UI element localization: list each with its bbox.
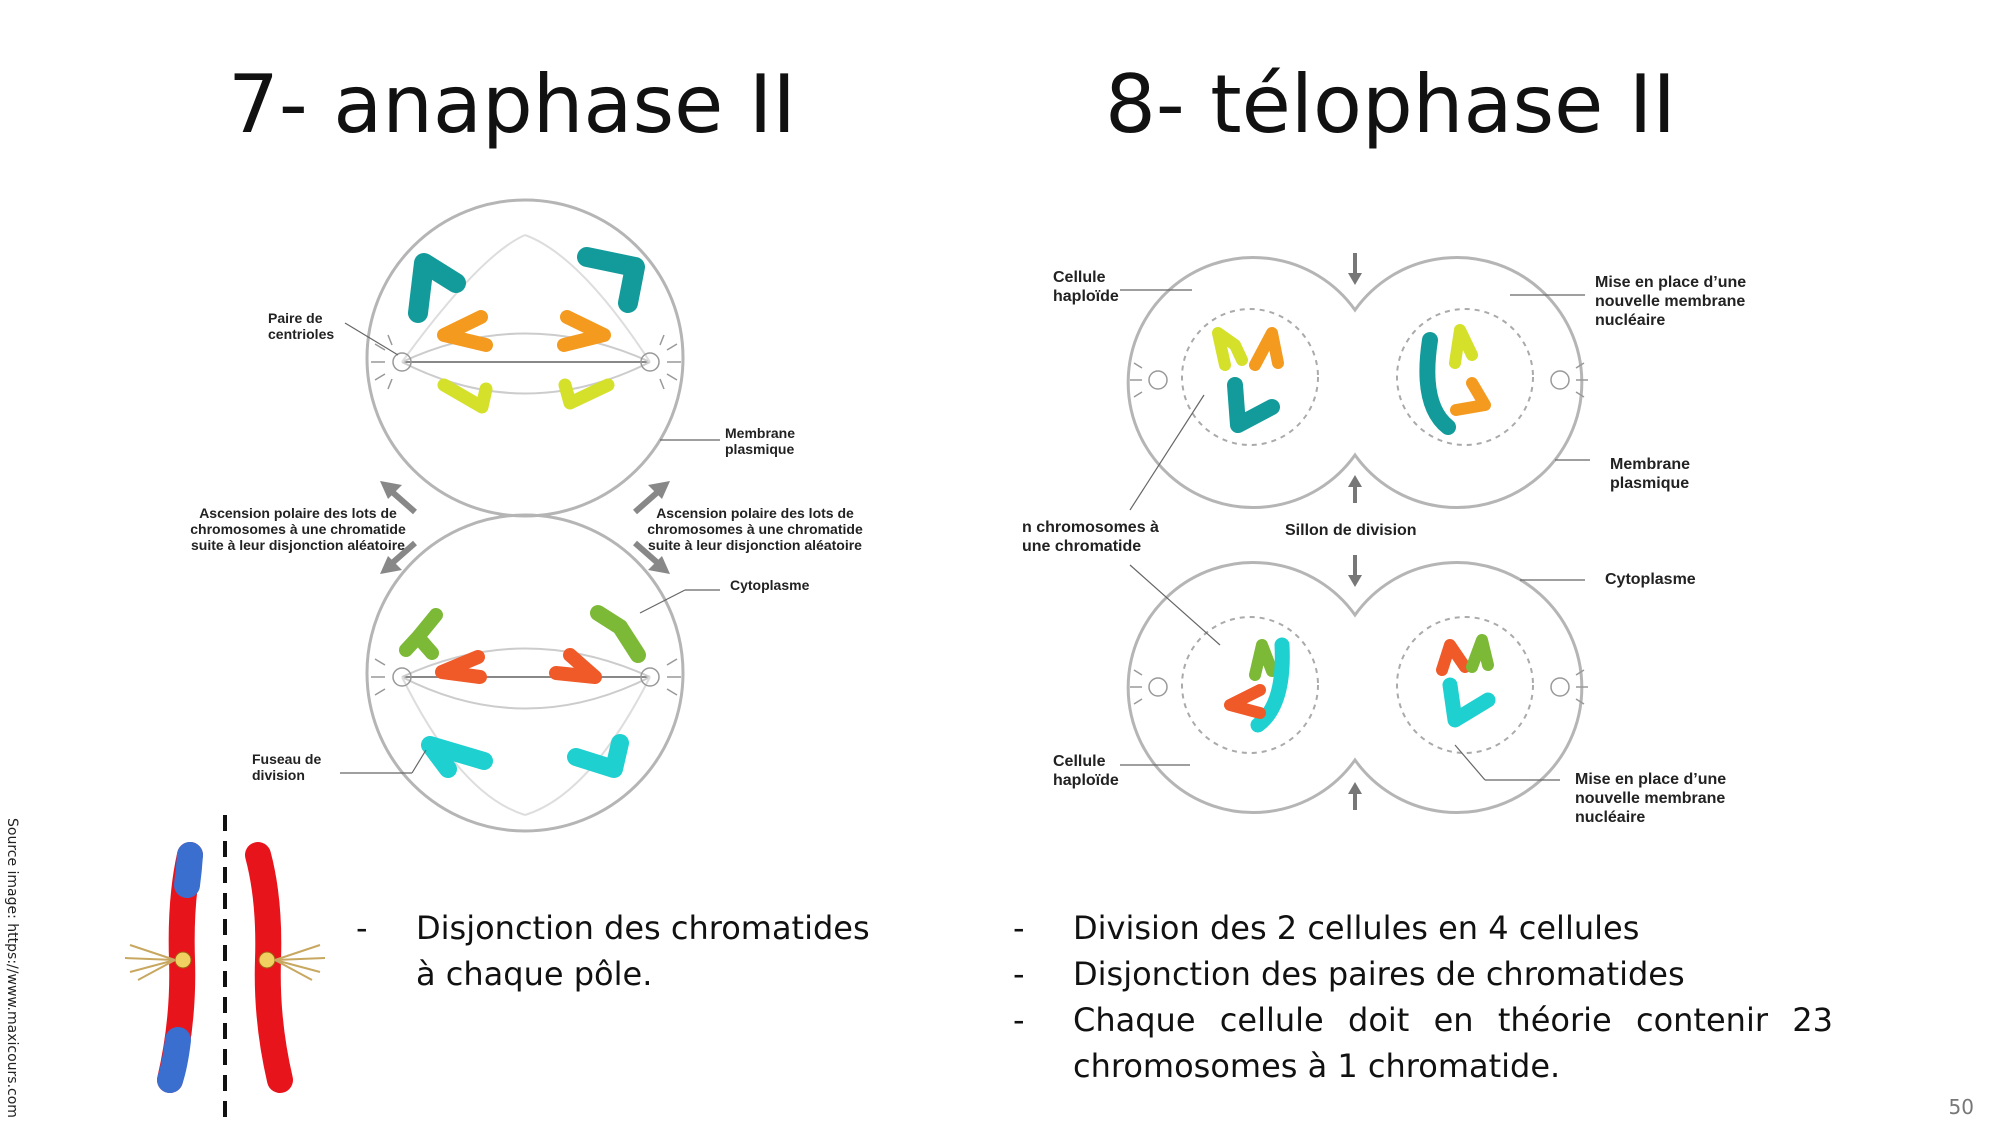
label-centrioles: Paire de centrioles xyxy=(268,310,335,342)
arrow-up-icon xyxy=(1348,475,1362,503)
label-membrane-plasmique: Membrane plasmique xyxy=(1610,456,1691,492)
centriole-left-top-icon xyxy=(371,334,412,390)
page-number: 50 xyxy=(1948,1095,1974,1119)
arrow-up-right-icon xyxy=(633,481,670,515)
arrow-down-icon xyxy=(1348,555,1362,587)
bullet-dash: - xyxy=(356,909,368,947)
chromosome-teal xyxy=(1419,332,1456,435)
chromosome-yellow xyxy=(1449,324,1478,369)
chromosome-red-orange xyxy=(1436,639,1471,676)
label-cellule-haploide-top: Cellule haploïde xyxy=(1053,269,1119,305)
centriole-right-top-icon xyxy=(640,334,681,390)
bullet-dash: - xyxy=(1013,1001,1025,1039)
chromosome-yellow xyxy=(437,378,493,414)
chromosome-cyan xyxy=(1442,677,1496,728)
chromosome-orange xyxy=(557,310,611,352)
anaphase-svg xyxy=(340,198,720,833)
bullet-text: Division des 2 cellules en 4 cellules xyxy=(1073,909,1640,947)
anaphase-top-cell xyxy=(365,198,685,518)
chromosome-red-orange xyxy=(549,648,602,684)
bullet-item: - Disjonction des paires de chromatides xyxy=(1013,951,1833,997)
bullet-text: Disjonction des chromatides à chaque pôl… xyxy=(416,909,870,993)
bullet-item: - Disjonction des chromatides à chaque pô… xyxy=(356,905,896,997)
label-membrane-nucleaire-top: Mise en place d’une nouvelle membrane nu… xyxy=(1595,274,1747,329)
label-ascension-left: Ascension polaire des lots de chromosome… xyxy=(190,505,406,553)
arrow-up-icon xyxy=(1348,782,1362,810)
centriole-right-bottom-icon xyxy=(640,658,681,696)
bullet-item: - Division des 2 cellules en 4 cellules xyxy=(1013,905,1833,951)
chromosome-green xyxy=(1249,639,1278,681)
chromosome-green xyxy=(1466,634,1494,673)
label-ascension-right: Ascension polaire des lots de chromosome… xyxy=(647,505,863,553)
chromosome-orange xyxy=(437,310,493,352)
label-membrane-nucleaire-bottom: Mise en place d’une nouvelle membrane nu… xyxy=(1575,771,1727,826)
chromosome-green xyxy=(590,605,646,663)
bullets-telophase: - Division des 2 cellules en 4 cellules -… xyxy=(1013,905,1833,1089)
centriole-icon xyxy=(1550,362,1588,398)
title-anaphase: 7- anaphase II xyxy=(228,58,796,151)
centriole-icon xyxy=(1550,669,1588,705)
label-n-chromosomes: n chromosomes à une chromatide xyxy=(1022,519,1159,555)
arrow-down-icon xyxy=(1348,253,1362,285)
label-cellule-haploide-bottom: Cellule haploïde xyxy=(1053,753,1119,789)
centriole-left-bottom-icon xyxy=(371,658,412,696)
chromosome-teal xyxy=(577,247,645,313)
bullet-dash: - xyxy=(1013,955,1025,993)
chromosome-yellow xyxy=(558,378,615,410)
bullet-text: Chaque cellule doit en théorie contenir … xyxy=(1073,1001,1833,1085)
centriole-icon xyxy=(1130,362,1168,398)
anaphase-bottom-cell xyxy=(365,513,685,833)
chromosome-svg xyxy=(124,815,326,1125)
chromosome-cyan xyxy=(421,736,493,778)
anaphase-ii-diagram: Paire de centrioles Membrane plasmique A… xyxy=(180,195,880,855)
bullet-item: - Chaque cellule doit en théorie contenir… xyxy=(1013,997,1833,1089)
label-membrane-plasmique: Membrane plasmique xyxy=(725,425,796,457)
chromosome-orange xyxy=(1450,377,1491,416)
source-note: Source image: https://www.maxicours.com xyxy=(4,818,20,1118)
chromosome-red-orange xyxy=(1224,684,1266,719)
bullet-text: Disjonction des paires de chromatides xyxy=(1073,955,1685,993)
chromosome-cyan xyxy=(567,734,629,778)
chromosome-cyan xyxy=(1250,637,1290,733)
chromosome-red-orange xyxy=(435,650,487,684)
arrow-up-left-icon xyxy=(380,481,417,515)
telophase-bottom-cell xyxy=(1126,561,1588,814)
chromosome-orange xyxy=(1249,327,1284,371)
centriole-icon xyxy=(1130,669,1168,705)
chromosome-teal xyxy=(408,253,466,323)
bullets-anaphase: - Disjonction des chromatides à chaque pô… xyxy=(356,905,896,997)
title-telophase: 8- télophase II xyxy=(1105,58,1676,151)
label-sillon-division: Sillon de division xyxy=(1285,522,1417,539)
telophase-top-cell xyxy=(1126,256,1588,509)
label-cytoplasme: Cytoplasme xyxy=(730,577,810,593)
telophase-svg xyxy=(1120,253,1590,814)
telophase-ii-diagram: Cellule haploïde Mise en place d’une nou… xyxy=(1010,235,1790,855)
arrow-down-left-icon xyxy=(380,540,417,574)
chromosome-split-illustration xyxy=(110,810,340,1130)
chromosome-green xyxy=(399,608,443,660)
chromosome-yellow xyxy=(1212,327,1248,371)
label-cytoplasme: Cytoplasme xyxy=(1605,571,1696,588)
chromosome-teal xyxy=(1227,377,1280,433)
label-fuseau-division: Fuseau de division xyxy=(252,751,322,783)
bullet-dash: - xyxy=(1013,909,1025,947)
arrow-down-right-icon xyxy=(633,540,670,574)
